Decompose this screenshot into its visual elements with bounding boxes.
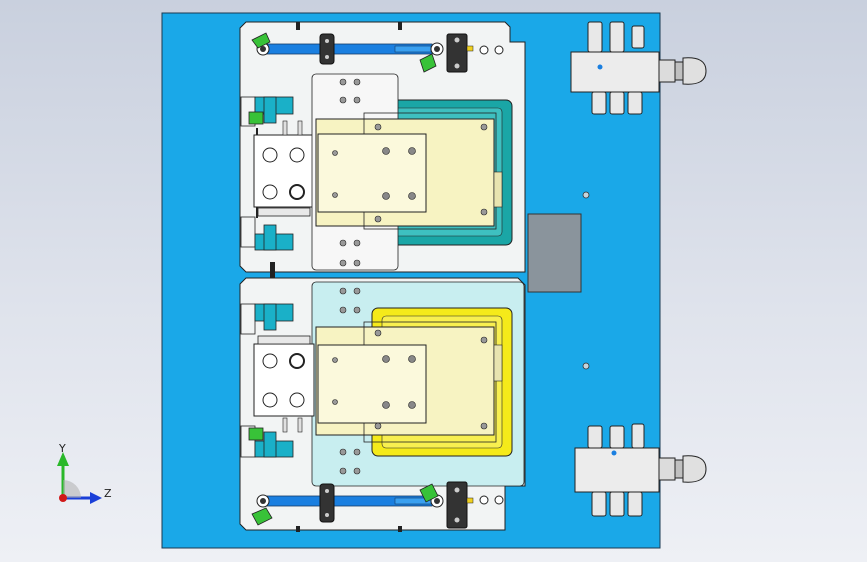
- axis-triad[interactable]: Y Z: [57, 442, 112, 504]
- upper-valve[interactable]: [570, 21, 707, 115]
- connector-block[interactable]: [527, 213, 582, 293]
- z-axis-label: Z: [104, 487, 112, 500]
- y-axis-label: Y: [58, 442, 66, 455]
- lower-fixture[interactable]: [239, 262, 526, 532]
- lower-valve[interactable]: [574, 423, 707, 517]
- plate-hole: [582, 191, 590, 199]
- upper-fixture[interactable]: [239, 21, 526, 273]
- plate-hole: [582, 362, 590, 370]
